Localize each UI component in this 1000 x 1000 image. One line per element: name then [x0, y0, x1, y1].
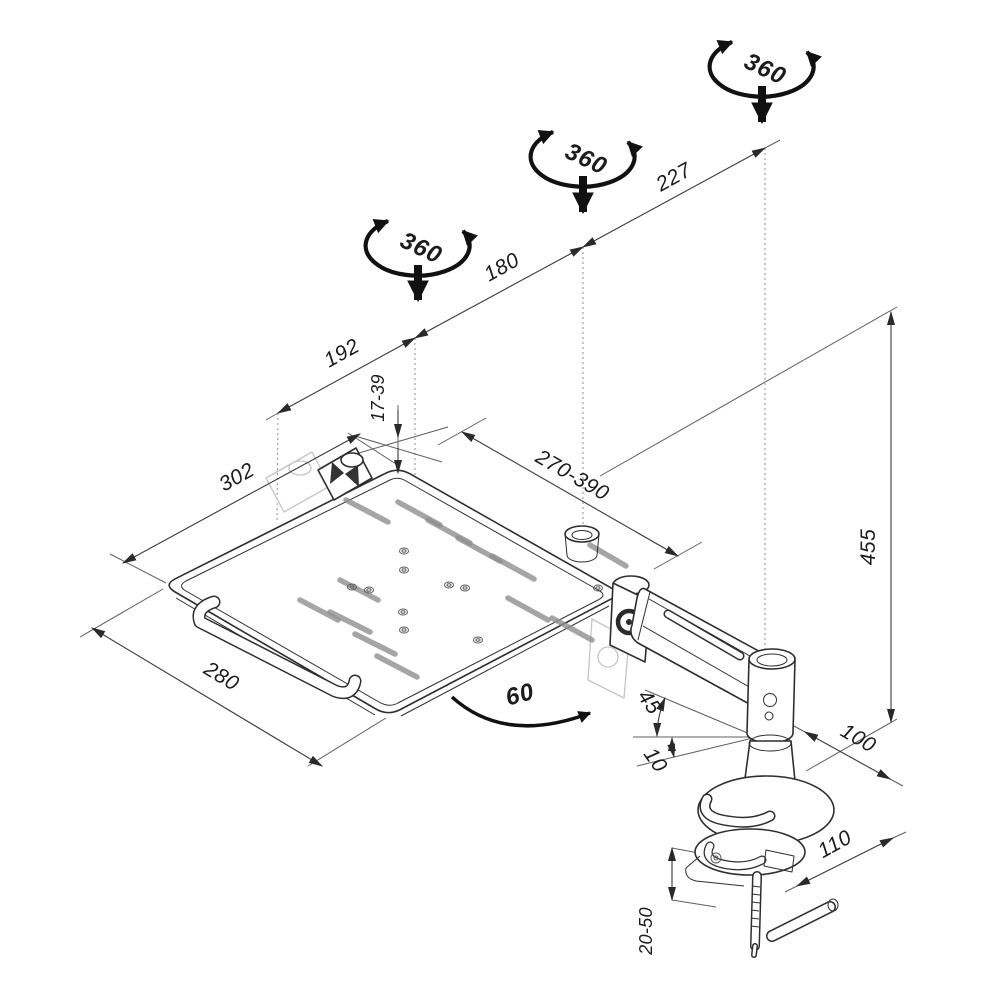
dim-height-adjustment: 17-39 [368, 374, 388, 422]
dim-tray-width: 302 [215, 458, 258, 496]
product-drawing [168, 447, 839, 958]
dim-base-offset: 100 [837, 719, 880, 757]
angle-tilt-up: 45 [633, 686, 666, 719]
rotation-label: 360 [740, 48, 790, 91]
desk-clamp [685, 775, 839, 958]
dim-desk-thickness: 20-50 [636, 907, 656, 956]
rotation-360-icon [707, 40, 822, 125]
screw-holes [347, 547, 603, 644]
rotation-360-icon [528, 130, 643, 215]
rotation-360-icon [363, 219, 478, 303]
dimension-lines [90, 147, 896, 902]
angle-swivel: 60 [503, 678, 538, 712]
dim-right-segment: 227 [651, 158, 696, 197]
rear-knob [564, 525, 600, 563]
rotation-label: 360 [396, 227, 446, 270]
rotation-symbols [363, 40, 822, 303]
angle-tilt-down: 10 [639, 744, 672, 777]
dim-tray-depth: 280 [199, 657, 243, 696]
dim-left-segment: 192 [320, 334, 363, 372]
dim-middle-segment: 180 [480, 248, 523, 286]
rotation-label: 360 [561, 138, 611, 181]
dim-column-height: 455 [857, 529, 880, 566]
